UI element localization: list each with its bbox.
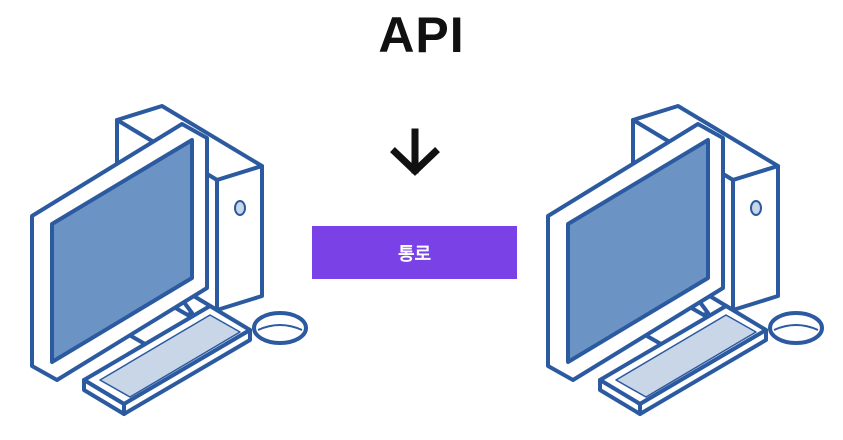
desktop-computer-icon bbox=[30, 104, 308, 416]
channel-box: 통로 bbox=[312, 226, 517, 279]
channel-label: 통로 bbox=[397, 243, 432, 265]
arrow-down-icon bbox=[390, 128, 440, 176]
diagram-title: API bbox=[378, 7, 465, 63]
right-computer bbox=[546, 104, 824, 416]
left-computer bbox=[30, 104, 308, 416]
desktop-computer-icon bbox=[546, 104, 824, 416]
